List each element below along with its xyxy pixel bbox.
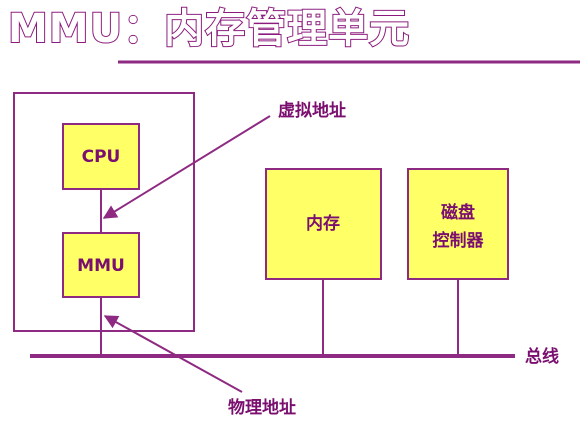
bus-label: 总线 [525, 346, 559, 367]
cpu-box [62, 123, 140, 190]
disk-label-line1: 磁盘 [441, 202, 475, 223]
memory-box [265, 168, 382, 280]
disk-controller-box [407, 168, 509, 280]
virtual-address-arrow [102, 115, 271, 219]
disk-label-line2: 控制器 [433, 230, 485, 251]
mmu-box [62, 232, 140, 298]
cpu-label: CPU [82, 147, 121, 167]
processor-chip-outline [13, 92, 195, 332]
mmu-label: MMU [77, 256, 125, 276]
virtual-address-label: 虚拟地址 [278, 100, 346, 121]
physical-address-arrow [103, 315, 243, 393]
memory-label: 内存 [306, 213, 340, 234]
physical-address-label: 物理地址 [228, 397, 296, 418]
page-title: MMU：内存管理单元 [8, 6, 410, 52]
